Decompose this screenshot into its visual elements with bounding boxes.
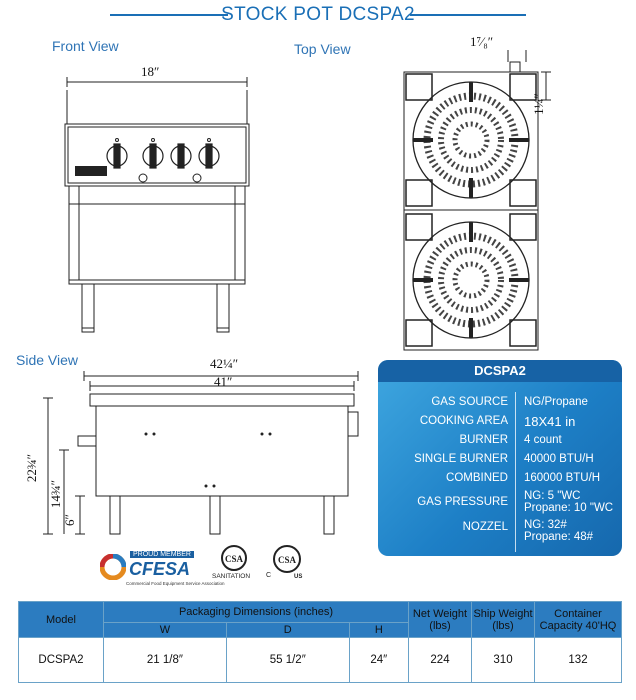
side-depth-overall-dim: 42¼″ bbox=[210, 356, 239, 371]
cell-ship: 310 bbox=[471, 637, 535, 683]
spec-value: 4 count bbox=[524, 434, 562, 446]
header-ship-weight: Ship Weight (lbs) bbox=[471, 601, 535, 638]
side-height-dim: 22¾″ bbox=[24, 453, 40, 483]
cell-net: 224 bbox=[408, 637, 472, 683]
header-dimensions: Packaging Dimensions (inches) bbox=[103, 601, 409, 623]
header-w: W bbox=[103, 622, 227, 638]
svg-text:CSA: CSA bbox=[278, 555, 297, 565]
spec-divider bbox=[515, 392, 516, 552]
spec-key: BURNER bbox=[459, 434, 508, 446]
spec-key: SINGLE BURNER bbox=[414, 453, 508, 465]
cell-cap: 132 bbox=[534, 637, 622, 683]
side-leg-dim: 6″ bbox=[61, 514, 77, 526]
csa-cus-icon: CSA bbox=[273, 545, 301, 573]
top-view-label: Top View bbox=[294, 41, 351, 57]
packaging-table: Model Packaging Dimensions (inches) Net … bbox=[18, 601, 622, 683]
cfesa-name: CFESA bbox=[129, 559, 191, 579]
front-view-label: Front View bbox=[52, 38, 119, 54]
cell-w: 21 1/8″ bbox=[103, 637, 227, 683]
side-view-label: Side View bbox=[16, 352, 79, 368]
cell-model: DCSPA2 bbox=[18, 637, 104, 683]
csa-cus-logo: CSA C US bbox=[266, 544, 310, 584]
top-depth-dim: 1⁷⁄₈″ bbox=[470, 34, 494, 49]
spec-value: 40000 BTU/H bbox=[524, 453, 594, 465]
header-d: D bbox=[225, 622, 350, 638]
packaging-header-row: Model Packaging Dimensions (inches) Net … bbox=[18, 601, 622, 638]
packaging-subheader-row: W D H bbox=[19, 622, 622, 638]
title-rule-left bbox=[110, 14, 228, 16]
spec-value: 160000 BTU/H bbox=[524, 472, 601, 484]
csa-sanitation-logo: CSA SANITATION bbox=[212, 544, 256, 584]
side-depth-dim: 41″ bbox=[214, 374, 233, 389]
cell-h: 24″ bbox=[348, 637, 410, 683]
spec-key: COMBINED bbox=[446, 472, 508, 484]
front-view-drawing bbox=[64, 77, 250, 333]
spec-value: NG: 5 "WC bbox=[524, 490, 581, 502]
header-container-capacity: Container Capacity 40'HQ bbox=[534, 601, 622, 638]
front-knobs bbox=[106, 143, 220, 169]
cfesa-logo: PROUD MEMBER CFESA Commercial Food Equip… bbox=[100, 548, 225, 588]
header-model: Model bbox=[18, 601, 104, 638]
cfesa-top-text: PROUD MEMBER bbox=[130, 551, 194, 558]
csa-us-text: US bbox=[294, 574, 303, 580]
front-width-dim: 18″ bbox=[141, 64, 160, 79]
top-burner-2 bbox=[405, 213, 537, 347]
spec-key: COOKING AREA bbox=[419, 415, 508, 427]
spec-value: NG: 32# bbox=[524, 519, 567, 531]
spec-key: NOZZEL bbox=[462, 521, 508, 533]
title-rule-right bbox=[410, 14, 526, 16]
spec-value: 18X41 in bbox=[524, 414, 576, 429]
brand-plate bbox=[75, 166, 107, 176]
cfesa-ring-icon bbox=[100, 554, 126, 580]
svg-text:CSA: CSA bbox=[225, 554, 244, 564]
cell-d: 55 1/2″ bbox=[225, 637, 350, 683]
side-mid-dim: 14¾″ bbox=[48, 479, 64, 509]
spec-key: GAS SOURCE bbox=[431, 396, 508, 408]
top-burner-1 bbox=[405, 73, 537, 207]
spec-panel: DCSPA2 GAS SOURCE NG/Propane COOKING ARE… bbox=[378, 360, 622, 556]
spec-value-2: Propane: 48# bbox=[524, 531, 594, 543]
spec-value-2: Propane: 10 "WC bbox=[524, 502, 614, 514]
csa-sanitation-text: SANITATION bbox=[212, 573, 251, 580]
csa-sanitation-icon: CSA bbox=[221, 545, 247, 571]
header-net-weight: Net Weight (lbs) bbox=[408, 601, 472, 638]
cfesa-sub: Commercial Food Equipment Service Associ… bbox=[126, 581, 225, 586]
side-view-drawing bbox=[43, 371, 359, 535]
spec-title: DCSPA2 bbox=[378, 360, 622, 382]
spec-key: GAS PRESSURE bbox=[417, 496, 508, 508]
header-h: H bbox=[348, 622, 410, 638]
csa-c-text: C bbox=[266, 572, 272, 579]
top-side-dim: 1¼″ bbox=[530, 93, 546, 115]
page-title: STOCK POT DCSPA2 bbox=[221, 4, 415, 25]
top-view-drawing bbox=[403, 50, 551, 351]
table-row: DCSPA2 21 1/8″ 55 1/2″ 24″ 224 310 132 bbox=[18, 637, 622, 683]
spec-value: NG/Propane bbox=[524, 396, 588, 408]
